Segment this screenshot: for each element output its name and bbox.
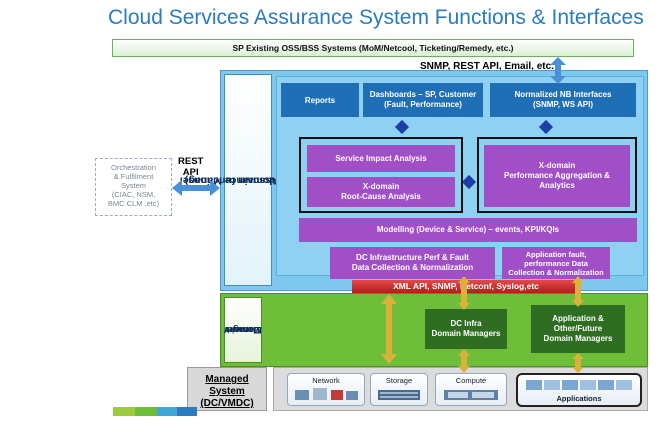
network-box: Network: [287, 373, 365, 406]
root-cause-box: X-domain Root-Cause Analysis: [307, 177, 455, 207]
service-impact-box: Service Impact Analysis: [307, 145, 455, 172]
compute-label: Compute: [455, 376, 487, 385]
app-collection-line1: Application fault,: [525, 249, 587, 259]
modelling-box: Modelling (Device & Service) – events, K…: [299, 218, 637, 242]
applications-label: Applications: [556, 394, 602, 403]
element-label-line3: Manager: [224, 325, 262, 335]
storage-box: Storage: [370, 373, 428, 406]
applications-box: Applications: [516, 373, 642, 407]
applications-icon: [526, 380, 632, 390]
dc-infra-domain-managers-box: DC Infra Domain Managers: [425, 309, 507, 349]
performance-aggregation-box: X-domain Performance Aggregation & Analy…: [484, 145, 630, 207]
orchestration-system-box: Orchestration & Fulfilment System (CIAC,…: [95, 158, 172, 216]
app-collection-box: Application fault, performance Data Coll…: [502, 247, 610, 279]
perf-line3: Analytics: [539, 181, 575, 190]
rest-api-label: REST API: [178, 156, 203, 178]
root-cause-line2: Root-Cause Analysis: [341, 192, 421, 201]
southbound-protocols-bar: XML API, SNMP, Netconf, Syslog,etc: [352, 280, 580, 293]
managed-line1: Managed: [205, 374, 249, 385]
rest-line2: API: [182, 167, 199, 178]
orch-line3: System: [120, 181, 146, 190]
orch-line1: Orchestration: [110, 163, 157, 172]
oss-bss-bar: SP Existing OSS/BSS Systems (MoM/Netcool…: [112, 39, 634, 57]
rest-line1: REST: [178, 156, 204, 167]
cross-domain-analysis-frame: [299, 137, 463, 213]
perf-line2: Performance Aggregation &: [504, 171, 610, 180]
dc-infra-collection-line1: DC Infrastructure Perf & Fault: [356, 253, 469, 262]
perf-line1: X-domain: [538, 161, 576, 170]
app-collection-line2: performance Data: [524, 258, 588, 268]
performance-frame: [477, 137, 637, 213]
nb-interfaces-box: Normalized NB Interfaces (SNMP, WS API): [490, 83, 636, 117]
northbound-protocols-label: SNMP, REST API, Email, etc.: [420, 61, 554, 72]
managed-line2: System: [209, 386, 245, 397]
nb-interfaces-line2: (SNMP, WS API): [532, 100, 593, 109]
reports-box: Reports: [281, 83, 359, 117]
compute-server-icon: [444, 390, 498, 400]
dc-infra-dm-line1: DC Infra: [450, 319, 482, 328]
dashboards-line1: Dashboards – SP, Customer: [369, 90, 477, 99]
decorative-color-bar: [113, 403, 197, 416]
dc-infra-collection-line2: Data Collection & Normalization: [351, 263, 474, 272]
app-dm-line2: Other/Future: [553, 324, 603, 333]
storage-label: Storage: [385, 376, 413, 385]
modelling-label: Modelling (Device & Service) – events, K…: [376, 225, 560, 234]
managed-line3: (DC/VMDC): [200, 398, 254, 409]
dc-infra-collection-box: DC Infrastructure Perf & Fault Data Coll…: [330, 247, 495, 279]
managed-system-label: Managed System (DC/VMDC): [187, 367, 267, 411]
service-impact-label: Service Impact Analysis: [335, 153, 427, 163]
app-dm-line3: Domain Managers: [543, 334, 613, 343]
dashboards-box: Dashboards – SP, Customer (Fault, Perfor…: [363, 83, 483, 117]
root-cause-line1: X-domain: [362, 182, 400, 191]
dc-infra-dm-line2: Domain Managers: [431, 329, 501, 338]
network-devices-icon: [295, 388, 358, 400]
reports-label: Reports: [304, 95, 336, 105]
app-dm-line1: Application &: [552, 314, 604, 323]
dashboards-line2: (Fault, Performance): [384, 100, 462, 109]
service-assurance-manager-label: Service Assurance Manager(Cross-domain f…: [178, 74, 318, 286]
orch-line2: & Fulfilment: [113, 172, 154, 181]
diagram-title: Cloud Services Assurance System Function…: [108, 6, 644, 29]
orch-line4: (CIAC, NSM,: [111, 190, 156, 199]
app-collection-line3: Collection & Normalization: [508, 267, 604, 277]
network-label: Network: [312, 376, 340, 385]
storage-array-icon: [378, 390, 420, 400]
app-domain-managers-box: Application & Other/Future Domain Manage…: [531, 305, 625, 353]
orch-line5: BMC CLM ,etc): [107, 199, 160, 208]
nb-interfaces-line1: Normalized NB Interfaces: [514, 90, 612, 99]
compute-box: Compute: [435, 373, 507, 406]
